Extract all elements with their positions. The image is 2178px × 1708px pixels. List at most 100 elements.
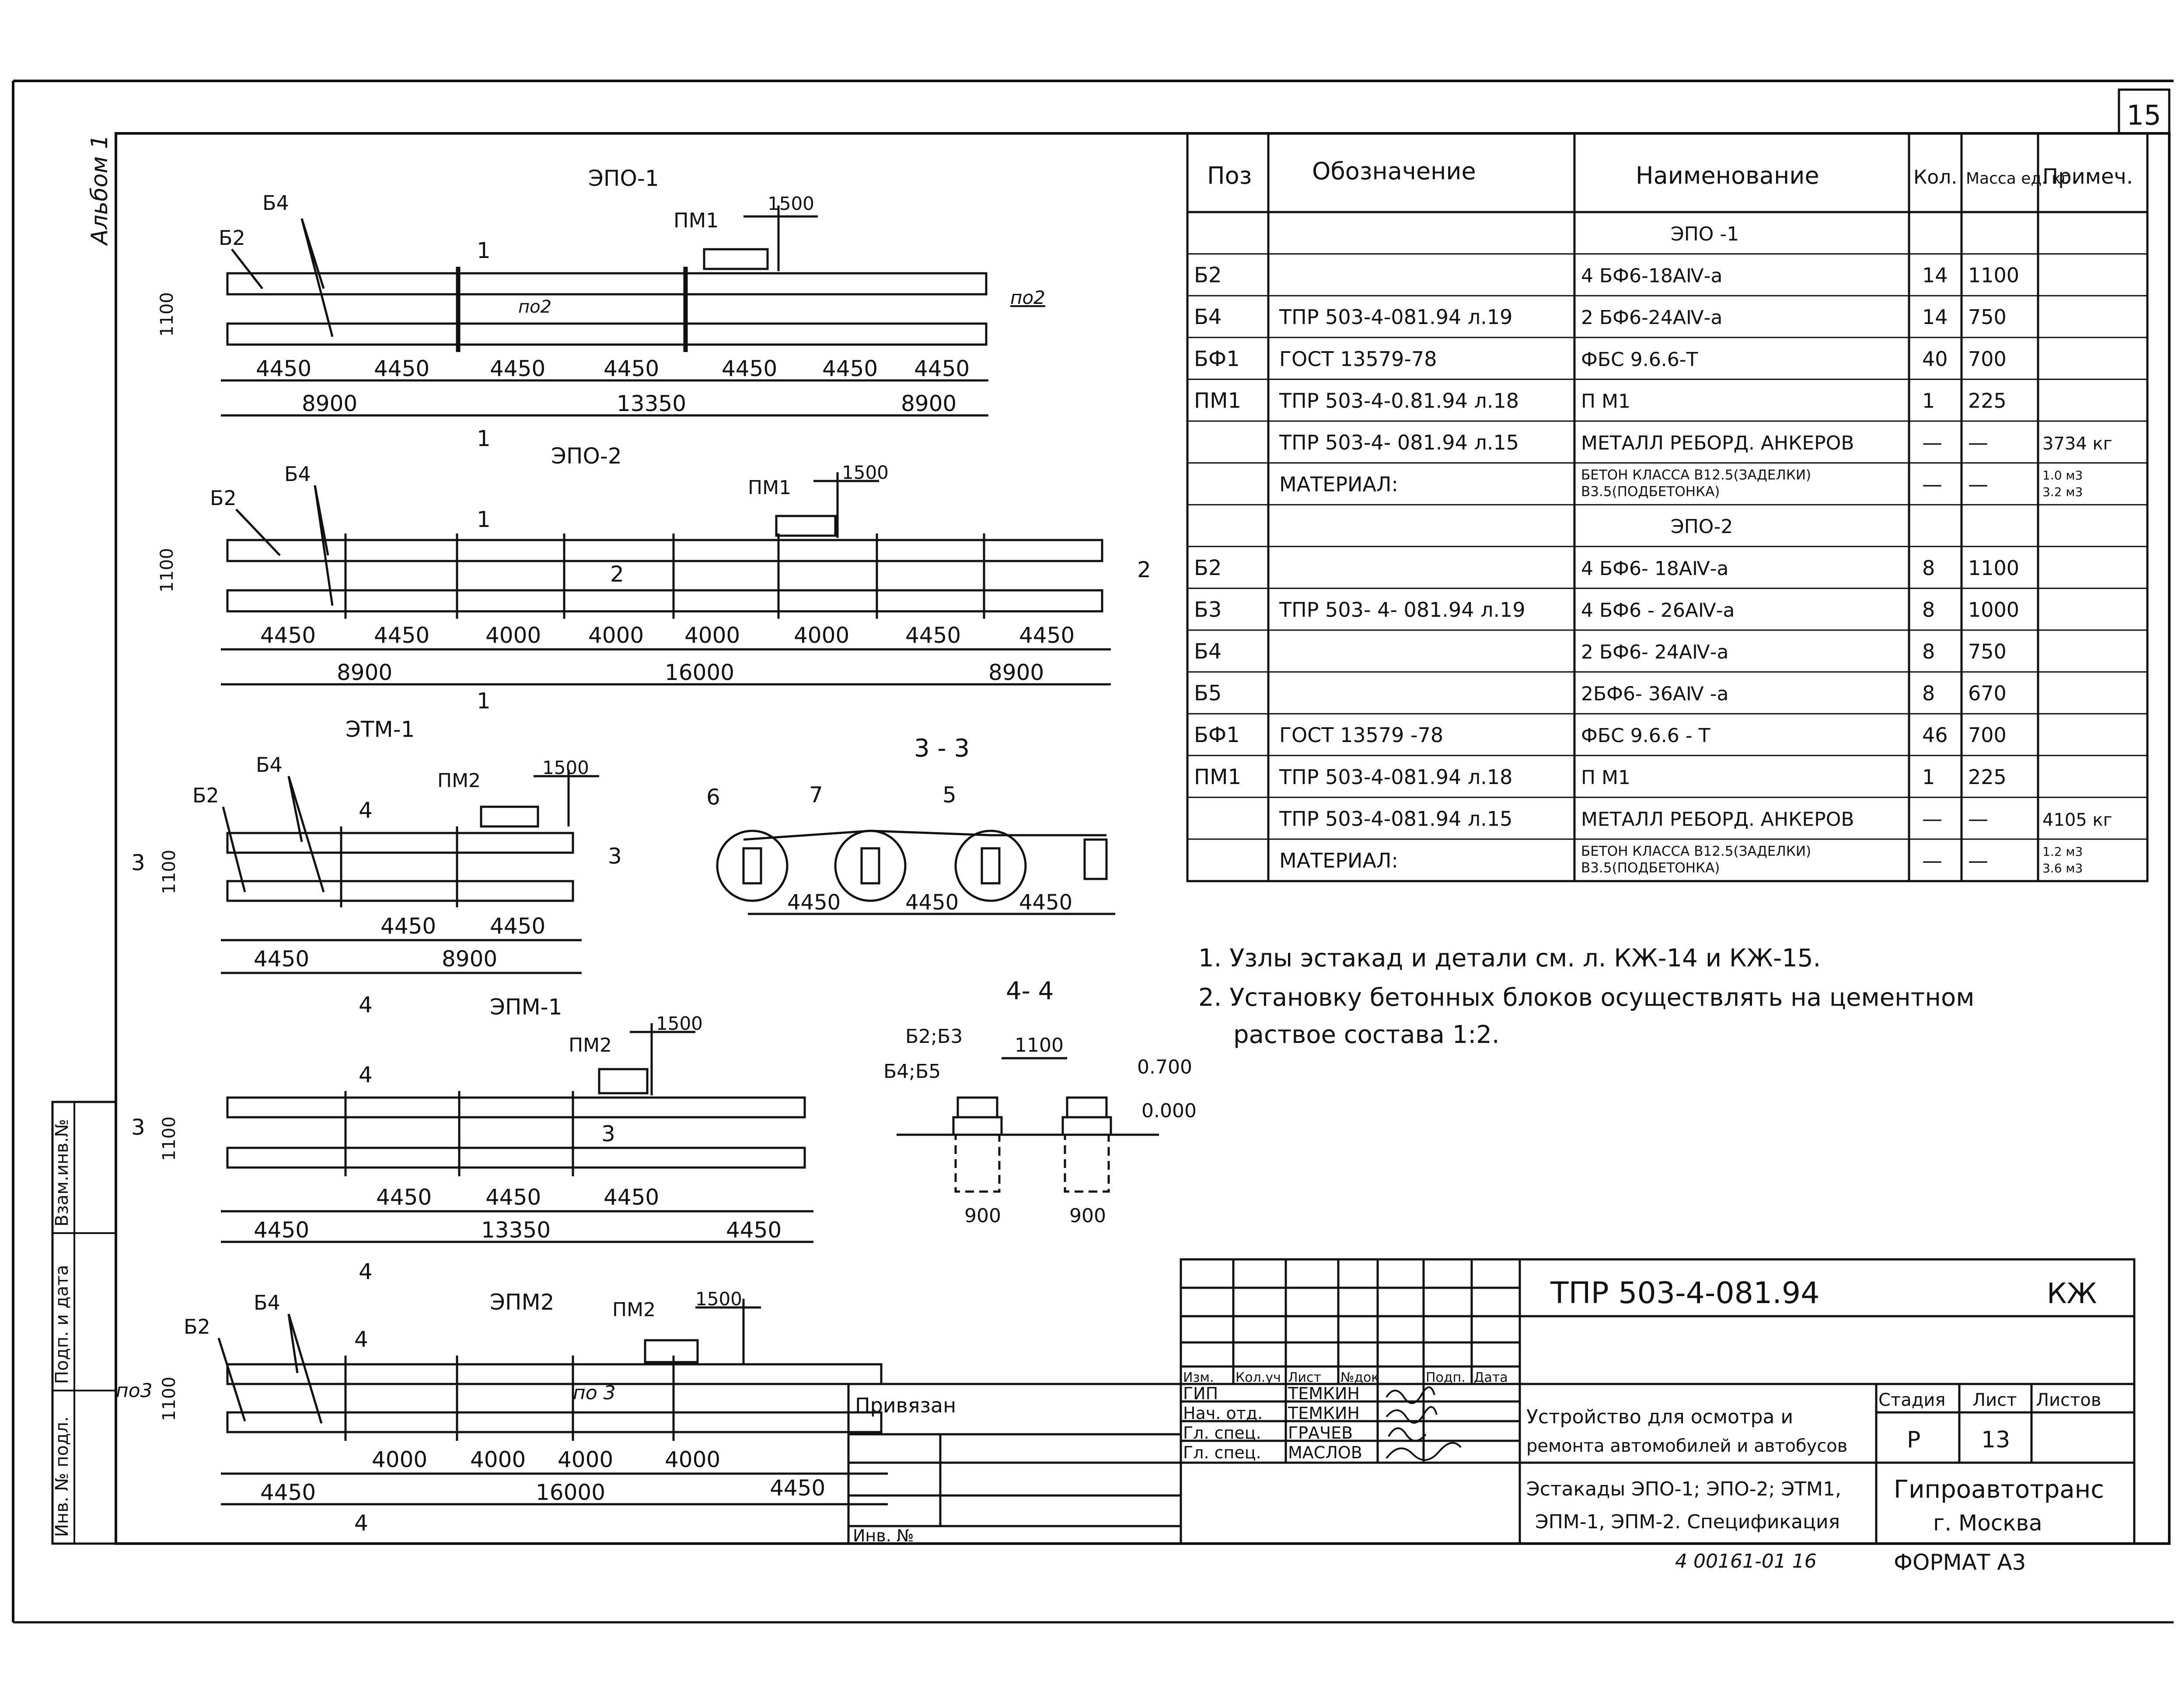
spec-cell-mass: 750 — [1968, 640, 2007, 663]
epo2-pm1: ПМ1 — [748, 477, 791, 499]
spec-header-qty: Кол. — [1913, 166, 1957, 188]
note-3: раствое состава 1:2. — [1233, 1021, 1500, 1049]
spec-header-pos: Поз — [1207, 162, 1252, 189]
spec-cell-note: 3.6 м3 — [2042, 861, 2083, 875]
section33-label-5: 5 — [942, 782, 956, 808]
spec-cell-name: БЕТОН КЛАССА В12.5(ЗАДЕЛКИ) — [1581, 467, 1811, 483]
tb-object-title-1: Устройство для осмотра и — [1526, 1406, 1793, 1428]
spec-cell-pos: Б4 — [1194, 639, 1222, 664]
title-block: ТПР 503-4-081.94 КЖ Привязан Инв. № Изм.… — [847, 1258, 2136, 1575]
spec-cell-name: 2 БФ6- 24АⅣ-а — [1581, 641, 1728, 663]
spec-cell-name: 2БФ6- 36АⅣ -а — [1581, 683, 1728, 705]
epo1-dim-t1: 4450 — [256, 356, 311, 381]
spec-cell-qty: 8 — [1922, 640, 1935, 663]
section33-title: 3 - 3 — [914, 734, 970, 763]
tb-name-1: ТЕМКИН — [1288, 1384, 1360, 1403]
tb-name-2: ТЕМКИН — [1288, 1404, 1360, 1423]
epo2-dim-t5: 4000 — [684, 623, 740, 648]
spec-cell-designation: МАТЕРИАЛ: — [1279, 473, 1398, 496]
epo2-section-1b: 1 — [477, 688, 491, 714]
etm1-pm2: ПМ2 — [437, 770, 481, 792]
spec-cell-name: МЕТАЛЛ РЕБОРД. АНКЕРОВ — [1581, 432, 1854, 454]
tb-object-title-2: ремонта автомобилей и автобусов — [1526, 1436, 1847, 1456]
spec-cell-note: 3.2 м3 — [2042, 485, 2083, 499]
epm2-b2: Б2 — [184, 1315, 210, 1339]
epo2-dim-b3: 8900 — [988, 660, 1044, 685]
page-number: 15 — [2127, 99, 2161, 131]
spec-cell-pos: БФ1 — [1194, 347, 1240, 371]
stamp-sign-date: Подп. и дата — [52, 1265, 72, 1384]
epo1-b4: Б4 — [262, 191, 289, 215]
spec-cell-mass: 1100 — [1968, 556, 2019, 580]
section33-dim-2: 4450 — [905, 890, 959, 915]
stamp-vzam-inv: Взам.инв.№ — [52, 1119, 72, 1227]
epm1-3b: 3 — [601, 1121, 615, 1147]
tb-sheets-label: Листов — [2036, 1390, 2101, 1410]
spec-cell-mass: 225 — [1968, 389, 2007, 412]
stamp-inv-no: Инв. № подл. — [52, 1416, 72, 1537]
etm1-1100: 1100 — [159, 850, 179, 894]
epo1-dim-b1: 8900 — [302, 391, 357, 416]
epo1-b2: Б2 — [219, 226, 245, 250]
signatures — [1386, 1386, 1462, 1461]
tb-name-4: МАСЛОВ — [1288, 1443, 1362, 1462]
spec-cell-mass: 750 — [1968, 305, 2007, 329]
spec-cell-pos: Б2 — [1194, 263, 1222, 288]
epo1-dim-b3: 8900 — [901, 391, 956, 416]
epm2-po3b: по 3 — [573, 1382, 616, 1404]
epo2-dim-t7: 4450 — [905, 623, 961, 648]
spec-cell-name: В3.5(ПОДБЕТОНКА) — [1581, 860, 1720, 876]
spec-cell-note: 1.2 м3 — [2042, 844, 2083, 859]
spec-header-designation: Обозначение — [1312, 157, 1476, 185]
epm2-1100: 1100 — [159, 1377, 179, 1421]
spec-cell-designation: ГОСТ 13579 -78 — [1279, 723, 1443, 747]
tb-stage-label: Стадия — [1878, 1390, 1945, 1410]
epo1-dim-b2: 13350 — [617, 391, 686, 416]
tb-sheet-title-1: Эстакады ЭПО-1; ЭПО-2; ЭТМ1, — [1526, 1478, 1841, 1500]
side-stamp: Инв. № подл. Подп. и дата Взам.инв.№ — [51, 1101, 117, 1545]
drawing-epm1: ЭПМ-1 ПМ2 1500 1100 3 3 4 4 4450 4450 44… — [131, 994, 813, 1284]
tb-rev-kol: Кол.уч — [1236, 1370, 1281, 1385]
epo2-dim-t6: 4000 — [794, 623, 849, 648]
epo1-dim-t7: 4450 — [914, 356, 970, 381]
tb-sheet-title-2: ЭПМ-1, ЭПМ-2. Спецификация — [1535, 1511, 1840, 1533]
etm1-dim-b2: 8900 — [442, 946, 497, 972]
drawing-epm2: ЭПМ2 ПМ2 1500 Б2 Б4 1100 по3 по 3 4 4 40… — [116, 1288, 888, 1536]
tb-inv-no: Инв. № — [853, 1526, 914, 1545]
spec-cell-designation: ТПР 503- 4- 081.94 л.19 — [1279, 598, 1525, 621]
epm2-section-4a: 4 — [354, 1327, 368, 1352]
spec-cell-name: ФБС 9.6.6-Т — [1581, 349, 1698, 371]
epm2-pm2: ПМ2 — [612, 1299, 656, 1321]
tb-role-1: ГИП — [1183, 1384, 1218, 1403]
spec-cell-designation: ТПР 503-4-081.94 л.19 — [1279, 305, 1512, 329]
etm1-section-4b: 4 — [359, 992, 373, 1018]
epo1-pm1: ПМ1 — [674, 209, 719, 232]
section44-0700: 0.700 — [1137, 1056, 1192, 1078]
epm1-3a: 3 — [131, 1115, 145, 1140]
spec-cell-pos: Б3 — [1194, 597, 1222, 622]
tb-rev-list: Лист — [1288, 1370, 1321, 1385]
spec-cell-qty: 46 — [1922, 723, 1948, 747]
epm2-section-4b: 4 — [354, 1510, 368, 1536]
note-2: 2. Установку бетонных блоков осуществлят… — [1198, 983, 1975, 1012]
tb-rev-ndok: №док — [1340, 1370, 1379, 1385]
drawing-etm1: ЭТМ-1 ПМ2 1500 Б2 Б4 1100 3 3 4 4 4450 4… — [131, 717, 622, 1018]
epm1-title: ЭПМ-1 — [490, 994, 562, 1020]
section33-dim-3: 4450 — [1019, 890, 1072, 915]
spec-cell-name: 2 БФ6-24АⅣ-а — [1581, 307, 1722, 329]
etm1-section-4a: 4 — [359, 798, 373, 823]
epo1-dim-t3: 4450 — [490, 356, 545, 381]
epo1-title: ЭПО-1 — [588, 166, 659, 191]
tb-project-code: ТПР 503-4-081.94 — [1550, 1276, 1819, 1311]
etm1-3a: 3 — [131, 850, 145, 875]
archive-number: 4 00161-01 16 — [1675, 1550, 1817, 1572]
epo2-b2: Б2 — [210, 486, 237, 510]
spec-cell-mass: 1100 — [1968, 264, 2019, 287]
epm2-dim-t2: 4000 — [470, 1447, 526, 1472]
spec-cell-pos: БФ1 — [1194, 723, 1240, 747]
spec-cell-name: ЭПО-2 — [1671, 516, 1733, 538]
spec-cell-qty: 8 — [1922, 598, 1935, 621]
spec-cell-mass: 225 — [1968, 765, 2007, 789]
epo1-po2-b: по2 — [1010, 287, 1045, 308]
spec-cell-mass: 670 — [1968, 682, 2007, 705]
